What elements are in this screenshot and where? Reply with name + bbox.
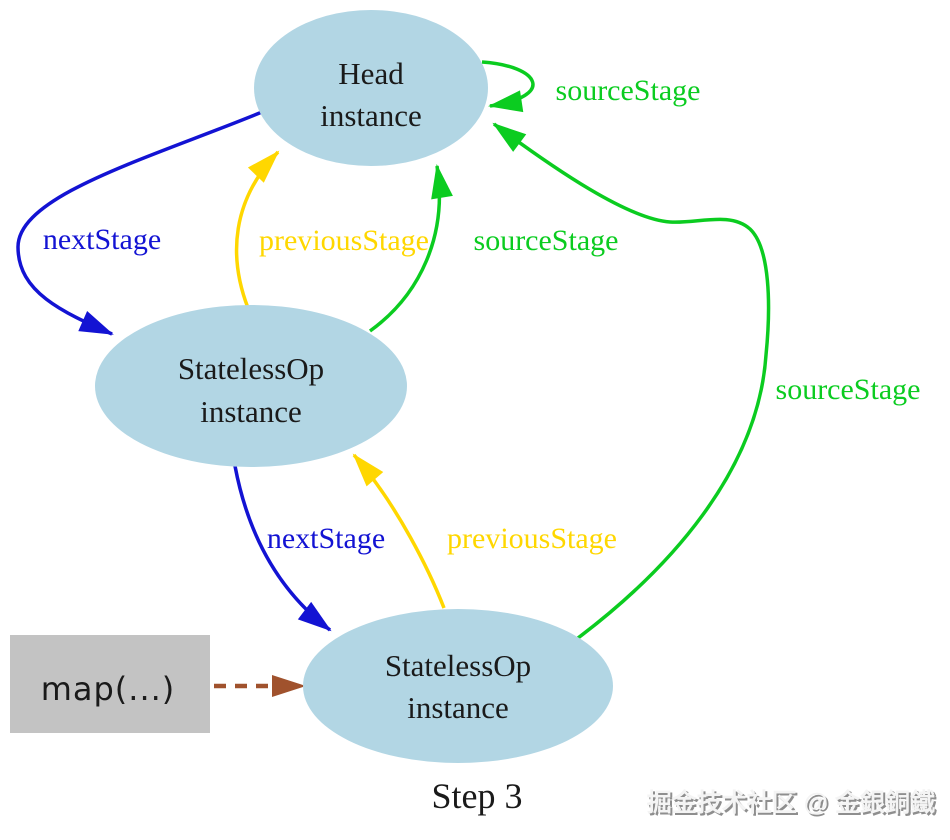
node-stateless-bottom-label-line2: instance (407, 690, 509, 725)
node-stateless-mid (95, 305, 407, 467)
node-stateless-mid-label-line1: StatelessOp (178, 351, 324, 386)
node-head-label-line2: instance (320, 98, 422, 133)
label-previous-stage-lower: previousStage (447, 522, 617, 555)
edge-source-stage-bottom-to-head (492, 122, 771, 640)
map-box-label: map(...) (41, 670, 176, 708)
edge-source-stage-mid-to-head (368, 164, 453, 333)
label-previous-stage-upper: previousStage (259, 224, 429, 257)
node-head-instance (254, 10, 488, 166)
watermark-shadow: 掘金技术社区 @ 金銀銅鐵 (649, 790, 937, 819)
caption-step: Step 3 (431, 776, 522, 816)
watermark: 掘金技术社区 @ 金銀銅鐵 (647, 788, 935, 817)
map-box (10, 635, 210, 733)
node-stateless-mid-label-line2: instance (200, 394, 302, 429)
label-next-stage-upper: nextStage (43, 223, 161, 256)
node-head-label-line1: Head (338, 56, 404, 91)
edge-previous-stage-bottom-to-mid (352, 453, 446, 609)
node-stateless-bottom (303, 609, 613, 763)
edge-previous-stage-mid-to-head (234, 150, 280, 309)
edge-next-stage-head-to-mid (16, 110, 263, 336)
edge-next-stage-mid-to-bottom (233, 465, 332, 632)
label-next-stage-lower: nextStage (267, 522, 385, 555)
node-stateless-bottom-label-line1: StatelessOp (385, 648, 531, 683)
edge-source-stage-head-self-loop (481, 60, 535, 113)
label-source-stage-mid: sourceStage (474, 224, 619, 257)
label-source-stage-self-loop: sourceStage (556, 74, 701, 107)
label-source-stage-right: sourceStage (776, 373, 921, 406)
